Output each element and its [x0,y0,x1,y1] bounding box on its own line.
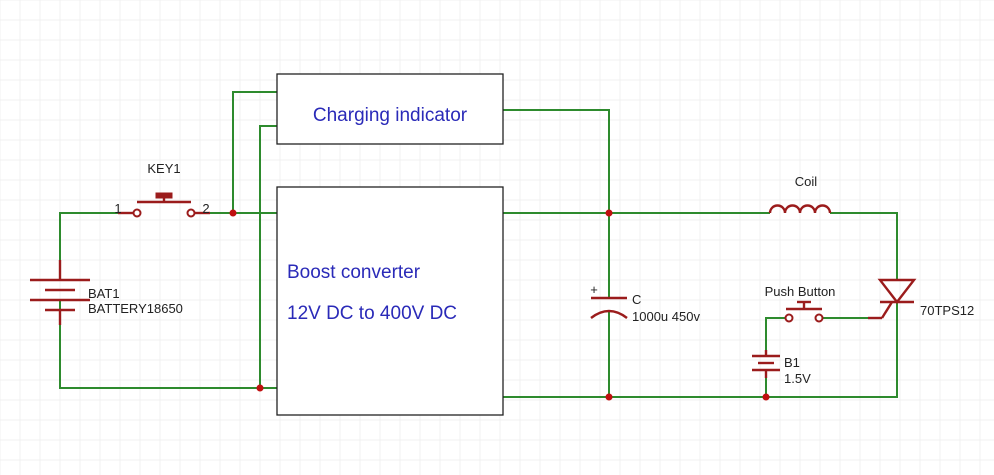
boost-converter-subtitle: 12V DC to 400V DC [287,303,457,324]
wire-push-button-to-b1 [765,317,785,350]
wire-charging-indicator-return [259,125,277,388]
charging-indicator-block[interactable]: Charging indicator [276,73,504,145]
junction-dot [229,209,237,217]
wire-coil-to-scr [830,212,898,280]
push-button-switch[interactable]: Push Button [765,284,836,323]
scr-name: 70TPS12 [920,303,974,318]
key1-pin2: 2 [202,201,209,216]
junction-dot [605,393,613,401]
wire-battery-to-key [59,212,118,280]
battery-bat1[interactable]: BAT1 BATTERY18650 [30,260,183,325]
key1-switch[interactable]: KEY1 1 2 [114,161,210,218]
battery-b1[interactable]: B1 1.5V [752,350,811,386]
wire-return-rail [503,302,898,398]
wires [59,91,898,398]
charging-indicator-label: Charging indicator [313,105,468,126]
junctions [229,209,770,401]
bat1-name: BAT1 [88,286,120,301]
key1-pin1: 1 [114,201,121,216]
junction-dot [256,384,264,392]
capacitor-polarity: + [590,282,598,297]
push-button-name: Push Button [765,284,836,299]
key1-name: KEY1 [147,161,180,176]
boost-converter-block[interactable]: Boost converter 12V DC to 400V DC [276,186,504,416]
wire-to-charging-indicator-top [232,91,277,213]
junction-dot [762,393,770,401]
capacitor-value: 1000u 450v [632,309,700,324]
coil-name: Coil [795,174,818,189]
coil-inductor[interactable]: Coil [768,174,832,214]
b1-name: B1 [784,355,800,370]
capacitor-name: C [632,292,641,307]
boost-converter-title: Boost converter [287,262,421,283]
scr-thyristor[interactable]: 70TPS12 [868,278,974,320]
b1-value: 1.5V [784,371,811,386]
wire-battery-to-boost-return [59,300,277,389]
wire-charging-indicator-out [503,109,610,213]
junction-dot [605,209,613,217]
bat1-value: BATTERY18650 [88,301,183,316]
capacitor-c[interactable]: + C 1000u 450v [590,282,700,324]
